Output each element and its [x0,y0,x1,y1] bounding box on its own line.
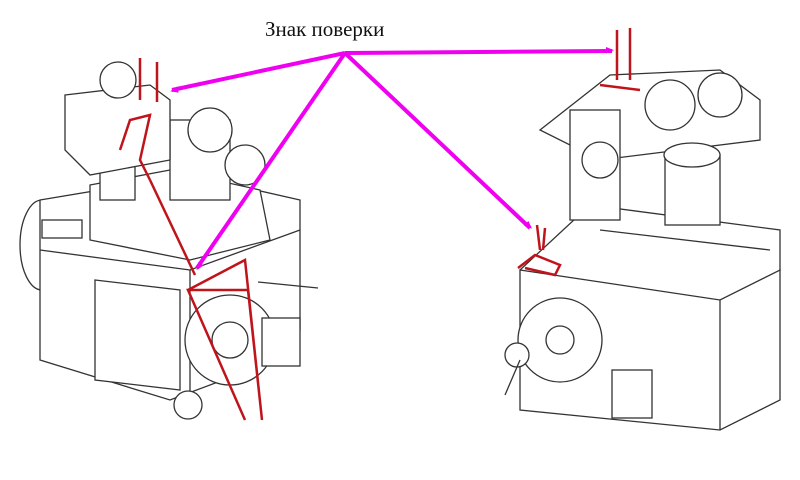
right-meter-device [504,69,781,431]
verification-mark-label: Знак поверки [265,17,385,41]
arrow-to-right-body-seal [343,51,533,230]
left-seal-wires [118,58,264,421]
right-seal-wires [517,28,641,277]
arrow-to-right-top-seal [344,47,614,55]
pointer-arrows [170,47,614,271]
left-meter-device [19,61,319,420]
arrow-to-left-body-seal [195,51,347,271]
arrow-to-left-top-seal [170,51,346,93]
